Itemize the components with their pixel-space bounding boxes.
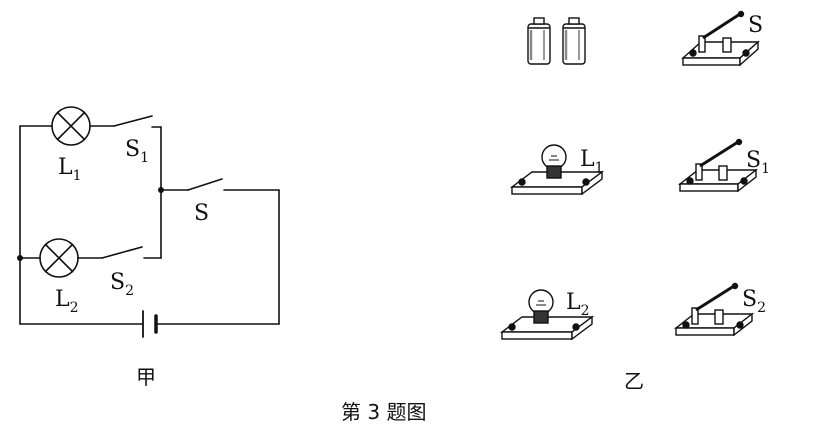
knife-switch-s1-pictorial xyxy=(677,138,759,193)
battery-cell-1 xyxy=(527,17,551,65)
label-l1: L1 xyxy=(58,155,82,184)
label-s2: S2 xyxy=(110,270,134,299)
label-bulb-l1-pictorial: L1 xyxy=(580,147,604,176)
label-switch-s2-pictorial: S2 xyxy=(742,287,766,316)
label-l2: L2 xyxy=(55,287,79,316)
circuit-diagram-jia xyxy=(19,106,280,338)
switch-s2-blade xyxy=(101,246,143,259)
battery-cells-pictorial xyxy=(527,17,586,65)
battery-cell-2 xyxy=(562,17,586,65)
label-bulb-l2-pictorial: L2 xyxy=(566,290,590,319)
label-switch-s-pictorial: S xyxy=(748,13,763,38)
switch-s1-blade xyxy=(113,115,153,127)
lamp-l1-symbol xyxy=(51,106,91,146)
knife-switch-s2-pictorial xyxy=(673,282,755,337)
label-switch-s1-pictorial: S1 xyxy=(746,148,770,177)
junction-dot-left xyxy=(17,255,23,261)
bulb-board-l1-pictorial xyxy=(509,144,605,196)
label-s1: S1 xyxy=(125,137,149,166)
caption-jia: 甲 xyxy=(136,365,156,389)
knife-switch-s-pictorial xyxy=(681,10,760,67)
bulb-board-l2-pictorial xyxy=(499,289,595,341)
switch-s-blade xyxy=(187,178,223,191)
label-s: S xyxy=(194,201,209,226)
junction-dot-right xyxy=(158,187,164,193)
caption-yi: 乙 xyxy=(624,369,644,393)
figure-caption: 第 3 题图 xyxy=(341,400,426,424)
lamp-l2-symbol xyxy=(39,238,79,278)
